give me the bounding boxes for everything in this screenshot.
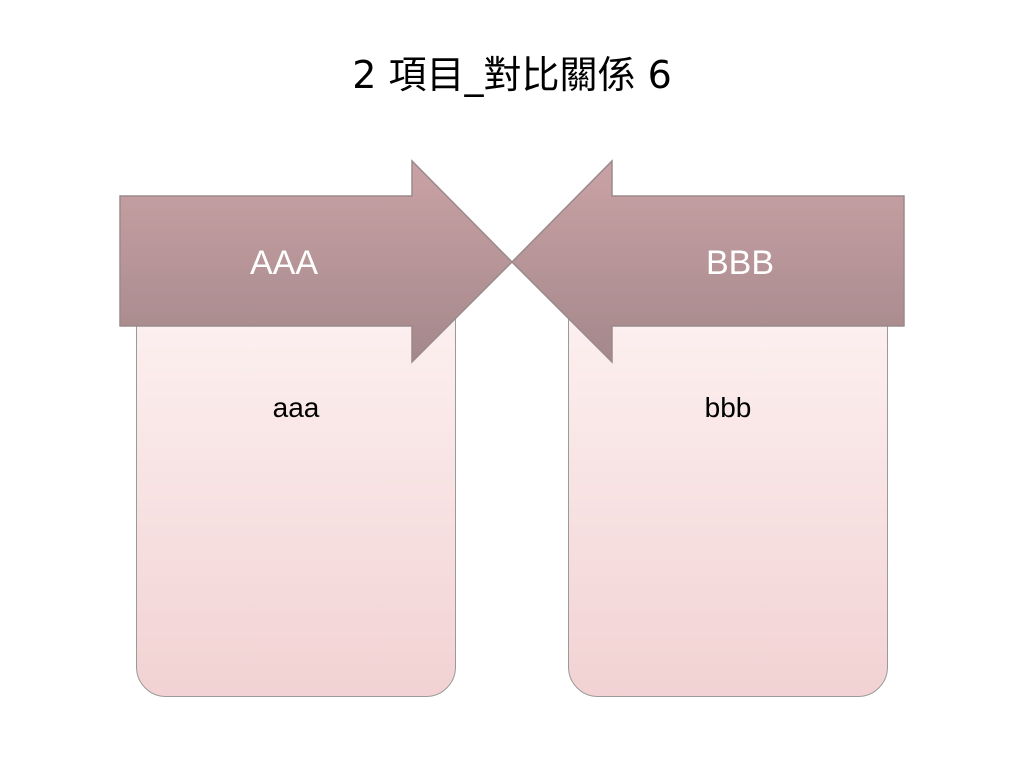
left-arrow-label: AAA	[249, 244, 319, 282]
left-content-box	[136, 300, 456, 697]
right-arrow-shape	[510, 159, 905, 364]
right-box-text: bbb	[704, 392, 752, 423]
left-arrow-shape	[119, 159, 514, 364]
left-box-text: aaa	[272, 392, 320, 423]
right-arrow-label: BBB	[705, 244, 775, 282]
right-content-box	[568, 300, 888, 697]
page-title: 2 項目_對比關係 6	[352, 53, 672, 97]
